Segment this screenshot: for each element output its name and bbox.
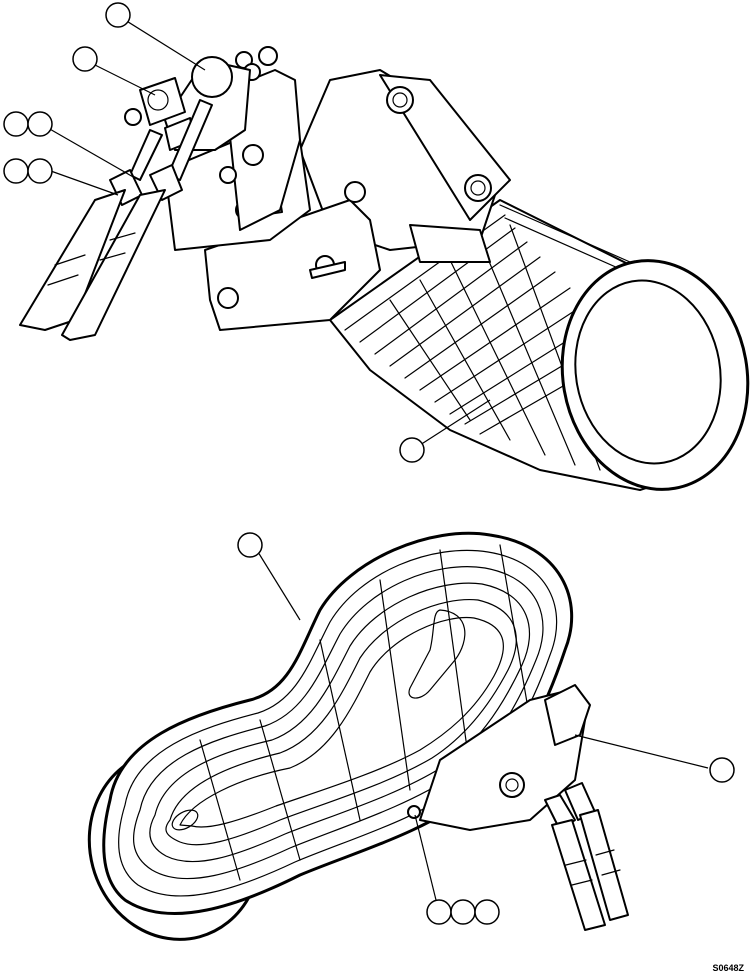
upper-assembly-view xyxy=(3,2,750,491)
upper-mounting-bracket xyxy=(164,46,381,331)
lower-leader-lines xyxy=(257,551,709,901)
figure-code: S0648Z xyxy=(712,963,744,973)
upper-leader-lines xyxy=(47,19,491,446)
callout-bubble xyxy=(105,2,131,28)
lower-motor-housing xyxy=(407,684,591,831)
lower-assembly-view xyxy=(87,531,735,941)
upper-end-cap xyxy=(560,259,750,491)
callout-bubble xyxy=(709,757,735,783)
callout-bubble xyxy=(426,899,452,925)
lower-callouts xyxy=(237,532,735,925)
lower-hydraulic-hoses xyxy=(544,782,629,931)
callout-bubble xyxy=(3,111,29,137)
callout-bubble xyxy=(450,899,476,925)
callout-bubble xyxy=(237,532,263,558)
callout-bubble xyxy=(27,111,53,137)
upper-hydraulic-hoses xyxy=(19,99,213,341)
callout-bubble xyxy=(27,158,53,184)
callout-bubble xyxy=(3,158,29,184)
upper-callouts xyxy=(3,2,425,463)
callout-bubble xyxy=(399,437,425,463)
lower-wire-guard-cage xyxy=(102,531,574,915)
callout-bubble xyxy=(72,46,98,72)
callout-bubble xyxy=(474,899,500,925)
